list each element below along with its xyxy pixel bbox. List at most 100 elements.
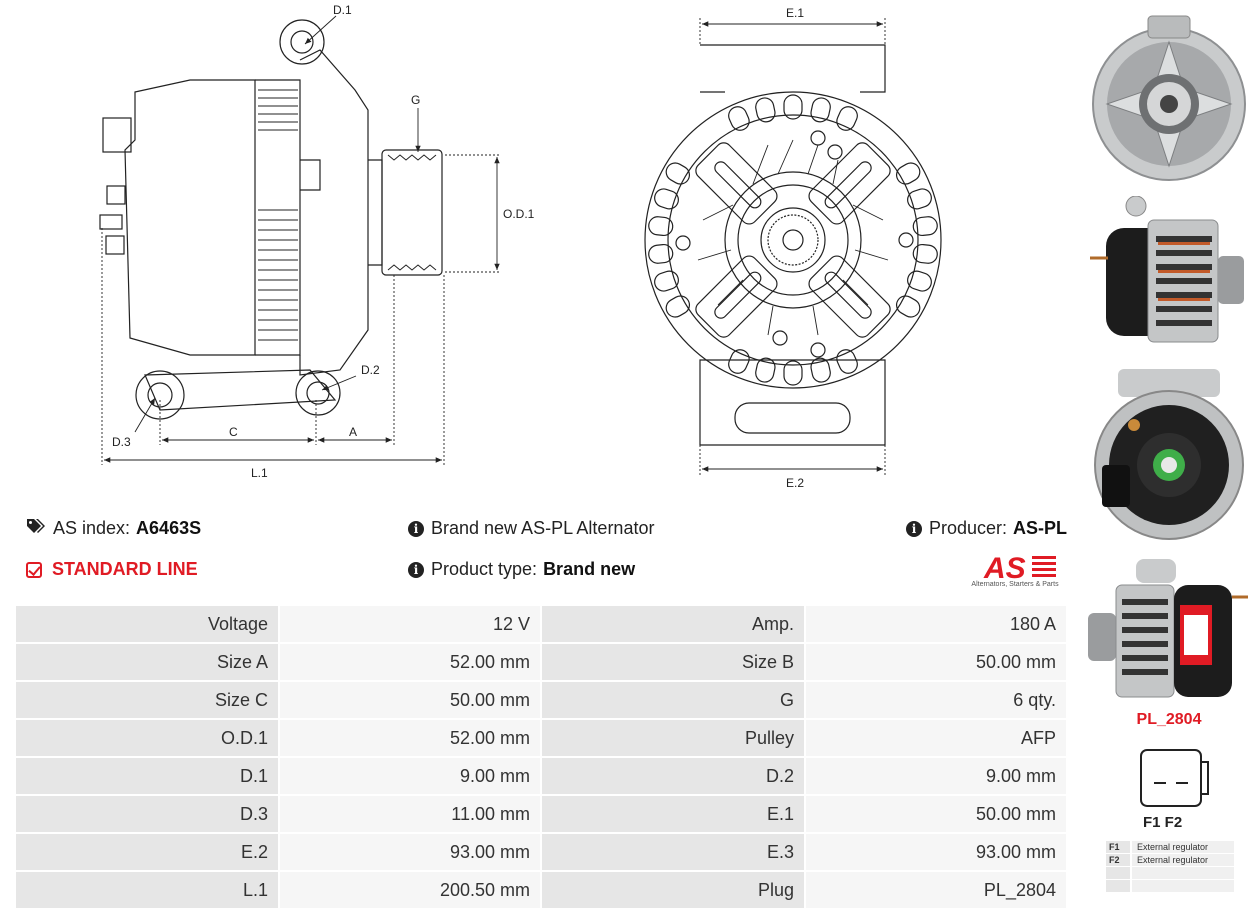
producer-value: AS-PL [1013, 518, 1068, 538]
spec-label: L.1 [16, 872, 278, 908]
info-icon: i [906, 520, 922, 537]
spec-label: Voltage [16, 606, 278, 642]
product-photo-label[interactable] [1088, 555, 1250, 705]
plug-connector-icon: F1 F2 [1140, 749, 1209, 831]
spec-value: 50.00 mm [806, 644, 1066, 680]
spec-value: 9.00 mm [280, 758, 540, 794]
spec-value: 6 qty. [806, 682, 1066, 718]
spec-value: 50.00 mm [280, 682, 540, 718]
front-view-top-lug [700, 44, 886, 93]
as-index-line: AS index: A6463S [26, 518, 201, 539]
pulley [381, 149, 443, 276]
as-index-label: AS index: [53, 518, 131, 538]
spec-label: G [542, 682, 804, 718]
dim-label-a: A [349, 425, 357, 439]
plug-pin-row [1106, 867, 1234, 879]
plug-pin-row [1106, 880, 1234, 892]
spec-label: Plug [542, 872, 804, 908]
dim-label-c: C [229, 425, 238, 439]
plug-pin-key [1106, 880, 1130, 892]
spec-value: 93.00 mm [280, 834, 540, 870]
spec-value: 52.00 mm [280, 720, 540, 756]
dim-label-g: G [411, 93, 420, 107]
dim-label-od1: O.D.1 [503, 207, 535, 221]
spec-value: 200.50 mm [280, 872, 540, 908]
spec-value: 11.00 mm [280, 796, 540, 832]
spec-label: Pulley [542, 720, 804, 756]
product-photo-side[interactable] [1088, 196, 1250, 360]
plug-name: PL_2804 [1136, 711, 1202, 728]
spec-label: D.2 [542, 758, 804, 794]
standard-line-badge: STANDARD LINE [26, 559, 198, 580]
plug-pin-description [1132, 880, 1234, 892]
product-type-label: Product type: [431, 559, 538, 579]
spec-label: Size A [16, 644, 278, 680]
d2-mount-ear [295, 370, 341, 416]
plug-pin-description: External regulator [1132, 854, 1234, 866]
side-view-body [124, 79, 256, 356]
spec-value: 180 A [806, 606, 1066, 642]
product-description: Brand new AS-PL Alternator [431, 518, 655, 538]
d3-mount-ear [135, 370, 185, 420]
spec-value: AFP [806, 720, 1066, 756]
spec-value: 9.00 mm [806, 758, 1066, 794]
dim-label-d2: D.2 [361, 363, 380, 377]
tags-icon [26, 518, 46, 539]
spec-label: O.D.1 [16, 720, 278, 756]
spec-label: E.3 [542, 834, 804, 870]
producer-line: i Producer: AS-PL [906, 518, 1067, 539]
plug-pin-key: F2 [1106, 854, 1130, 866]
product-photo-rear[interactable] [1088, 369, 1250, 547]
description-line: i Brand new AS-PL Alternator [408, 518, 654, 539]
spec-label: Size B [542, 644, 804, 680]
info-icon: i [408, 561, 424, 578]
as-pl-logo: AS Alternators, Starters & Parts [962, 549, 1068, 593]
spec-label: D.3 [16, 796, 278, 832]
product-photo-front[interactable] [1088, 8, 1250, 193]
dim-label-e2: E.2 [786, 476, 804, 490]
spec-label: E.2 [16, 834, 278, 870]
spec-value: 12 V [280, 606, 540, 642]
spec-value: PL_2804 [806, 872, 1066, 908]
as-index-value: A6463S [136, 518, 202, 538]
logo-tagline: Alternators, Starters & Parts [971, 581, 1059, 588]
plug-pin-labels: F1 F2 [1143, 814, 1182, 831]
front-view-housing [644, 91, 942, 389]
product-type-line: i Product type: Brand new [408, 559, 635, 580]
d1-mount-ear [279, 19, 325, 65]
spec-value: 93.00 mm [806, 834, 1066, 870]
logo-mark: AS [983, 552, 1026, 581]
plug-pin-description [1132, 867, 1234, 879]
dim-label-l1: L.1 [251, 466, 268, 480]
plug-pin-description: External regulator [1132, 841, 1234, 853]
info-icon: i [408, 520, 424, 537]
product-type-value: Brand new [543, 559, 636, 579]
spec-value: 50.00 mm [806, 796, 1066, 832]
spec-value: 52.00 mm [280, 644, 540, 680]
producer-label: Producer: [929, 518, 1008, 538]
technical-drawing: D.1 G O.D.1 D.2 D.3 C A L.1 E.1 E.2 [99, 3, 942, 490]
plug-pin-key [1106, 867, 1130, 879]
spec-label: E.1 [542, 796, 804, 832]
dim-label-d1: D.1 [333, 3, 352, 17]
dim-label-d3: D.3 [112, 435, 131, 449]
check-square-icon [26, 561, 42, 578]
standard-line-label: STANDARD LINE [52, 559, 198, 579]
dim-label-e1: E.1 [786, 6, 804, 20]
spec-label: D.1 [16, 758, 278, 794]
plug-pin-key: F1 [1106, 841, 1130, 853]
spec-label: Amp. [542, 606, 804, 642]
spec-label: Size C [16, 682, 278, 718]
